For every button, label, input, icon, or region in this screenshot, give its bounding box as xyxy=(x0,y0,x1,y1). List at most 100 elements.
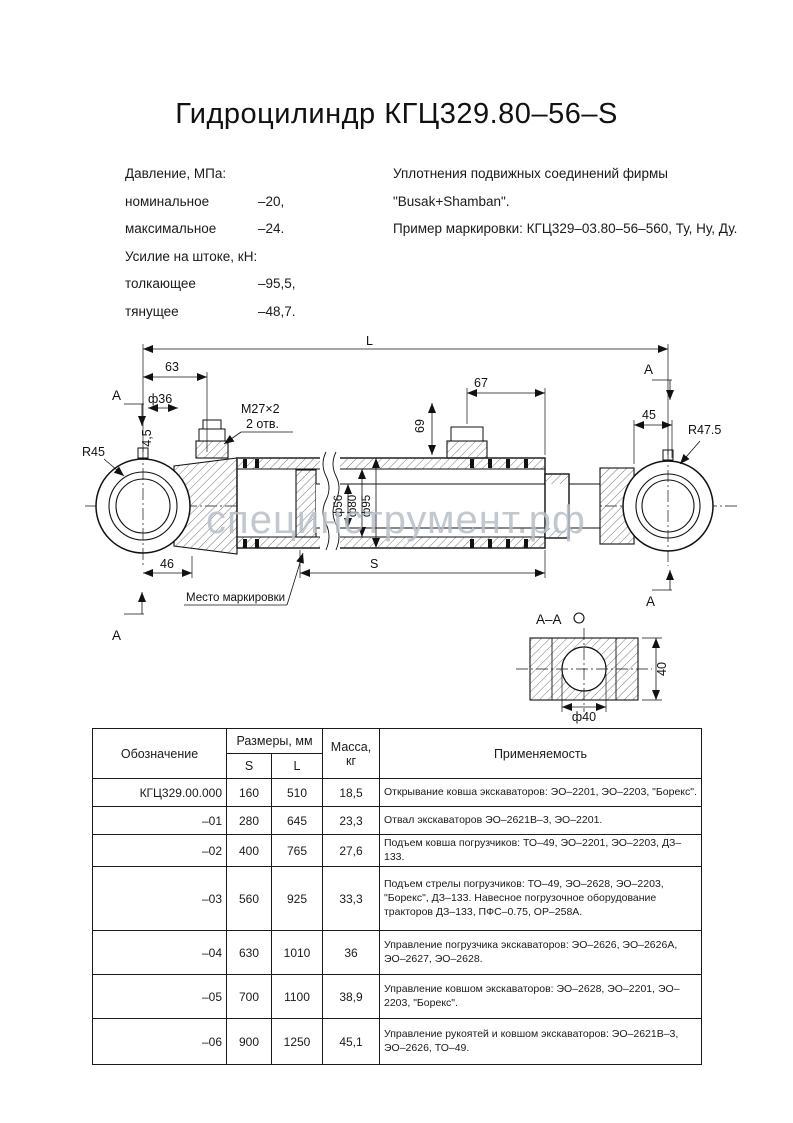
cell-application: Отвал экскаваторов ЭО–2621В–3, ЭО–2201. xyxy=(379,806,702,835)
cell-l: 645 xyxy=(271,806,323,835)
mass-label-line2: кг xyxy=(345,753,357,768)
col-header-designation: Обозначение xyxy=(92,728,227,779)
rear-port-cap xyxy=(198,428,226,442)
cell-mass: 27,6 xyxy=(322,833,380,868)
cell-designation: –01 xyxy=(92,806,227,835)
table-row: КГЦ329.00.000 160 510 18,5 Открывание ко… xyxy=(92,778,702,807)
cell-designation: –03 xyxy=(92,866,227,932)
cell-l: 925 xyxy=(271,866,323,932)
rear-port-nipple xyxy=(202,419,222,430)
page-title: Гидроцилиндр КГЦ329.80–56–S xyxy=(175,98,618,130)
spec-value: –20, xyxy=(258,193,285,209)
dim-f40: ф40 xyxy=(572,710,596,724)
barrel-wall-top xyxy=(237,458,545,469)
table-row: –06 900 1250 45,1 Управление рукоятей и … xyxy=(92,1018,702,1066)
dim-67: 67 xyxy=(474,376,488,390)
dim-40: 40 xyxy=(655,662,669,676)
cell-application: Управление погрузчика экскаваторов: ЭО–2… xyxy=(379,930,702,976)
spec-row: максимальное –24. xyxy=(125,215,393,243)
col-header-s: S xyxy=(226,753,272,779)
col-header-mass: Масса, кг xyxy=(322,728,380,779)
spec-row: толкающее –95,5, xyxy=(125,270,393,298)
rear-port xyxy=(195,440,229,459)
hydraulic-cylinder-drawing: L 63 67 45 ф36 M27×2 2 отв. 4,5 69 R45 R… xyxy=(82,334,738,724)
col-header-sizes: Размеры, мм xyxy=(226,728,323,754)
note-line-1: Уплотнения подвижных соединений фирмы xyxy=(393,166,668,181)
break-gap xyxy=(320,452,340,554)
cell-s: 560 xyxy=(226,866,272,932)
spec-label: максимальное xyxy=(125,221,217,236)
dim-f36: ф36 xyxy=(148,392,172,406)
section-letter-A: А xyxy=(112,628,121,643)
dim-63: 63 xyxy=(165,360,179,374)
cell-s: 630 xyxy=(226,930,272,976)
col-header-application: Применяемость xyxy=(379,728,702,779)
dim-S: S xyxy=(370,557,378,571)
table-row: –05 700 1100 38,9 Управление ковшом экск… xyxy=(92,974,702,1020)
table-row: –03 560 925 33,3 Подъем стрелы погрузчик… xyxy=(92,866,702,932)
spec-row: номинальное –20, xyxy=(125,188,393,216)
dim-69: 69 xyxy=(413,419,427,433)
cell-designation: КГЦ329.00.000 xyxy=(92,778,227,807)
variants-table: Обозначение Размеры, мм Масса, кг Примен… xyxy=(92,728,702,1066)
note-line-2: "Busak+Shamban". xyxy=(393,193,510,209)
cell-l: 1010 xyxy=(271,930,323,976)
cell-s: 280 xyxy=(226,806,272,835)
spec-value: –48,7. xyxy=(258,303,296,319)
cell-s: 900 xyxy=(226,1018,272,1066)
dim-L: L xyxy=(366,334,373,348)
cell-s: 400 xyxy=(226,833,272,868)
piston-section xyxy=(295,469,317,538)
force-label: Усилие на штоке, кН: xyxy=(125,248,258,264)
dim-f80: ф80 xyxy=(347,495,359,517)
dim-thread: M27×2 xyxy=(241,402,280,416)
dim-4-5: 4,5 xyxy=(140,429,154,446)
front-port-cap xyxy=(450,426,484,442)
cell-designation: –02 xyxy=(92,833,227,868)
spec-label: тянущее xyxy=(125,303,179,319)
view-symbol-icon xyxy=(573,612,585,624)
break-line xyxy=(332,451,340,551)
dim-R47-5: R47.5 xyxy=(688,423,721,437)
mass-label-line1: Масса, xyxy=(330,739,372,754)
cell-designation: –06 xyxy=(92,1018,227,1066)
section-label: А–А xyxy=(536,612,562,627)
break-line xyxy=(322,451,330,551)
spec-label: толкающее xyxy=(125,276,196,291)
pressure-force-specs: Давление, МПа: номинальное –20, максимал… xyxy=(125,160,393,325)
cell-designation: –04 xyxy=(92,930,227,976)
cell-l: 1100 xyxy=(271,974,323,1020)
note-line-3: Пример маркировки: КГЦ329–03.80–56–560, … xyxy=(393,221,738,236)
spec-value: –24. xyxy=(258,221,285,236)
cell-l: 510 xyxy=(271,778,323,807)
cell-designation: –05 xyxy=(92,974,227,1020)
dim-46: 46 xyxy=(160,557,174,571)
col-header-l: L xyxy=(271,753,323,779)
front-port xyxy=(446,440,488,459)
cell-application: Подъем ковша погрузчиков: ТО–49, ЭО–2201… xyxy=(379,833,702,868)
seal-notes: Уплотнения подвижных соединений фирмы "B… xyxy=(393,160,743,243)
spec-label: номинальное xyxy=(125,193,210,209)
section-letter-A: А xyxy=(644,362,653,377)
cell-mass: 45,1 xyxy=(322,1018,380,1066)
dim-45: 45 xyxy=(642,408,656,422)
table-row: –04 630 1010 36 Управление погрузчика эк… xyxy=(92,930,702,976)
cell-mass: 38,9 xyxy=(322,974,380,1020)
cell-s: 700 xyxy=(226,974,272,1020)
cell-l: 1250 xyxy=(271,1018,323,1066)
marking-place-label: Место маркировки xyxy=(186,592,285,604)
cell-application: Подъем стрелы погрузчиков: ТО–49, ЭО–262… xyxy=(379,866,702,932)
dim-R45: R45 xyxy=(82,445,105,459)
cell-application: Управление рукоятей и ковшом экскаваторо… xyxy=(379,1018,702,1066)
cell-mass: 23,3 xyxy=(322,806,380,835)
cell-l: 765 xyxy=(271,833,323,868)
pressure-label: Давление, МПа: xyxy=(125,166,227,181)
dim-f95: ф95 xyxy=(361,495,373,517)
cell-mass: 18,5 xyxy=(322,778,380,807)
spec-value: –95,5, xyxy=(258,276,296,291)
cell-application: Открывание ковша экскаваторов: ЭО–2201, … xyxy=(379,778,702,807)
table-row: –01 280 645 23,3 Отвал экскаваторов ЭО–2… xyxy=(92,806,702,835)
dim-holes: 2 отв. xyxy=(246,417,279,431)
section-letter-A: А xyxy=(646,594,655,609)
section-letter-A: А xyxy=(112,388,121,403)
